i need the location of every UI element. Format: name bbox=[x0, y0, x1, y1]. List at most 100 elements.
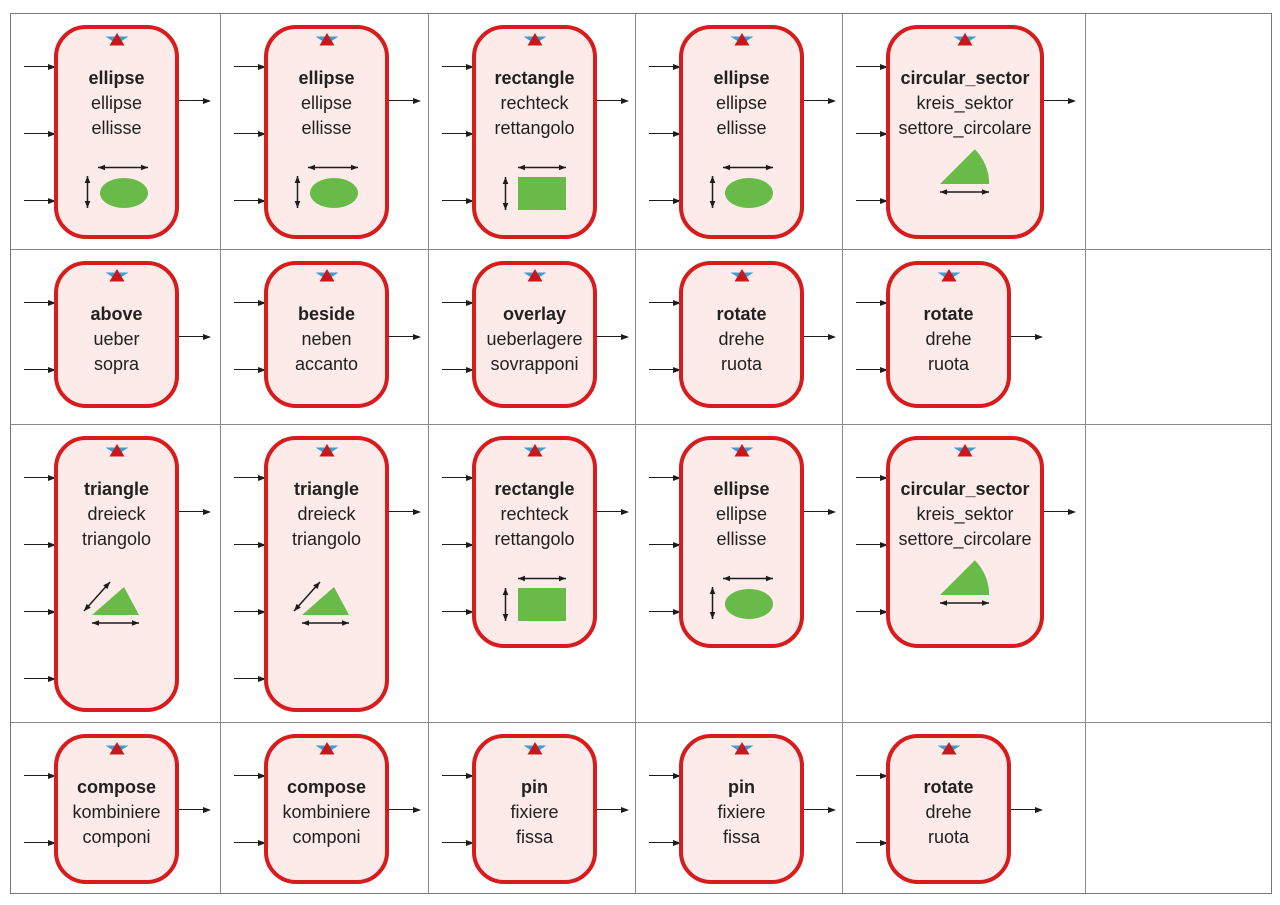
input-arrow bbox=[856, 131, 888, 138]
triangle-icon bbox=[82, 581, 139, 626]
block-name-german: ellipse bbox=[300, 93, 353, 113]
red-blue-triangle-marker-icon bbox=[523, 269, 546, 282]
input-arrow bbox=[442, 840, 474, 847]
block-marker bbox=[58, 443, 175, 457]
ellipse-icon bbox=[294, 164, 358, 208]
input-arrow bbox=[234, 300, 266, 307]
block-name-italian: ruota bbox=[927, 354, 970, 374]
block-name-italian: ellisse bbox=[91, 118, 142, 138]
rectangle-icon bbox=[502, 575, 566, 621]
diagram-grid: ellipse ellipse ellisse ellipse ellipse ellis… bbox=[10, 13, 1272, 894]
red-blue-triangle-marker-icon bbox=[937, 742, 960, 755]
grid-cell bbox=[1086, 250, 1271, 425]
input-arrow bbox=[856, 609, 888, 616]
input-arrow bbox=[24, 609, 56, 616]
output-arrow bbox=[597, 98, 629, 105]
shape-illustration bbox=[683, 163, 800, 210]
block-name-german: ellipse bbox=[715, 504, 768, 524]
input-arrow bbox=[24, 840, 56, 847]
input-arrow bbox=[856, 367, 888, 374]
input-arrow bbox=[24, 300, 56, 307]
output-arrow bbox=[1011, 807, 1043, 814]
block-name-italian: settore_circolare bbox=[898, 529, 1032, 549]
red-blue-triangle-marker-icon bbox=[105, 444, 128, 457]
block-name-italian: ruota bbox=[720, 354, 763, 374]
red-blue-triangle-marker-icon bbox=[730, 742, 753, 755]
block-name: rotate bbox=[716, 304, 767, 324]
input-arrow bbox=[442, 475, 474, 482]
block-marker bbox=[476, 32, 593, 46]
input-arrow bbox=[649, 131, 681, 138]
block-name-italian: ruota bbox=[927, 827, 970, 847]
block-name: compose bbox=[286, 777, 367, 797]
input-arrow bbox=[234, 773, 266, 780]
shape-illustration bbox=[890, 145, 1040, 195]
shape-illustration bbox=[58, 163, 175, 210]
ellipse-icon bbox=[709, 575, 773, 619]
shape-illustration bbox=[268, 163, 385, 210]
block-name: ellipse bbox=[298, 68, 355, 88]
block-name: ellipse bbox=[713, 479, 770, 499]
function-block-ellipse: ellipse ellipse ellisse bbox=[679, 436, 804, 648]
rectangle-icon bbox=[502, 164, 566, 210]
shape-illustration bbox=[683, 574, 800, 621]
output-arrow bbox=[1044, 509, 1076, 516]
red-blue-triangle-marker-icon bbox=[523, 444, 546, 457]
input-arrow bbox=[649, 300, 681, 307]
block-name-italian: settore_circolare bbox=[898, 118, 1032, 138]
output-arrow bbox=[804, 334, 836, 341]
block-name-german: ueberlagere bbox=[486, 329, 583, 349]
red-blue-triangle-marker-icon bbox=[523, 33, 546, 46]
red-blue-triangle-marker-icon bbox=[953, 33, 977, 46]
red-blue-triangle-marker-icon bbox=[315, 33, 338, 46]
grid-cell: beside neben accanto bbox=[221, 250, 429, 425]
input-arrow bbox=[24, 367, 56, 374]
block-name-german: fixiere bbox=[510, 802, 559, 822]
input-arrow bbox=[442, 198, 474, 205]
red-blue-triangle-marker-icon bbox=[730, 444, 753, 457]
block-name-italian: ellisse bbox=[716, 529, 767, 549]
function-block-beside: beside neben accanto bbox=[264, 261, 389, 408]
block-name: beside bbox=[297, 304, 356, 324]
block-marker bbox=[476, 268, 593, 282]
block-name-italian: sopra bbox=[93, 354, 140, 374]
input-arrow bbox=[649, 609, 681, 616]
block-marker bbox=[476, 443, 593, 457]
block-name: compose bbox=[76, 777, 157, 797]
block-name-german: rechteck bbox=[500, 504, 569, 524]
block-marker bbox=[476, 741, 593, 755]
block-name-italian: accanto bbox=[294, 354, 359, 374]
input-arrow bbox=[442, 542, 474, 549]
block-name-german: neben bbox=[301, 329, 352, 349]
red-blue-triangle-marker-icon bbox=[105, 33, 128, 46]
output-arrow bbox=[179, 509, 211, 516]
output-arrow bbox=[1011, 334, 1043, 341]
block-name-german: rechteck bbox=[500, 93, 569, 113]
block-marker bbox=[890, 741, 1007, 755]
block-name: rectangle bbox=[494, 479, 575, 499]
block-marker bbox=[890, 268, 1007, 282]
block-name: circular_sector bbox=[900, 479, 1030, 499]
input-arrow bbox=[442, 609, 474, 616]
block-name: rectangle bbox=[494, 68, 575, 88]
input-arrow bbox=[234, 676, 266, 683]
block-name-italian: componi bbox=[292, 827, 361, 847]
